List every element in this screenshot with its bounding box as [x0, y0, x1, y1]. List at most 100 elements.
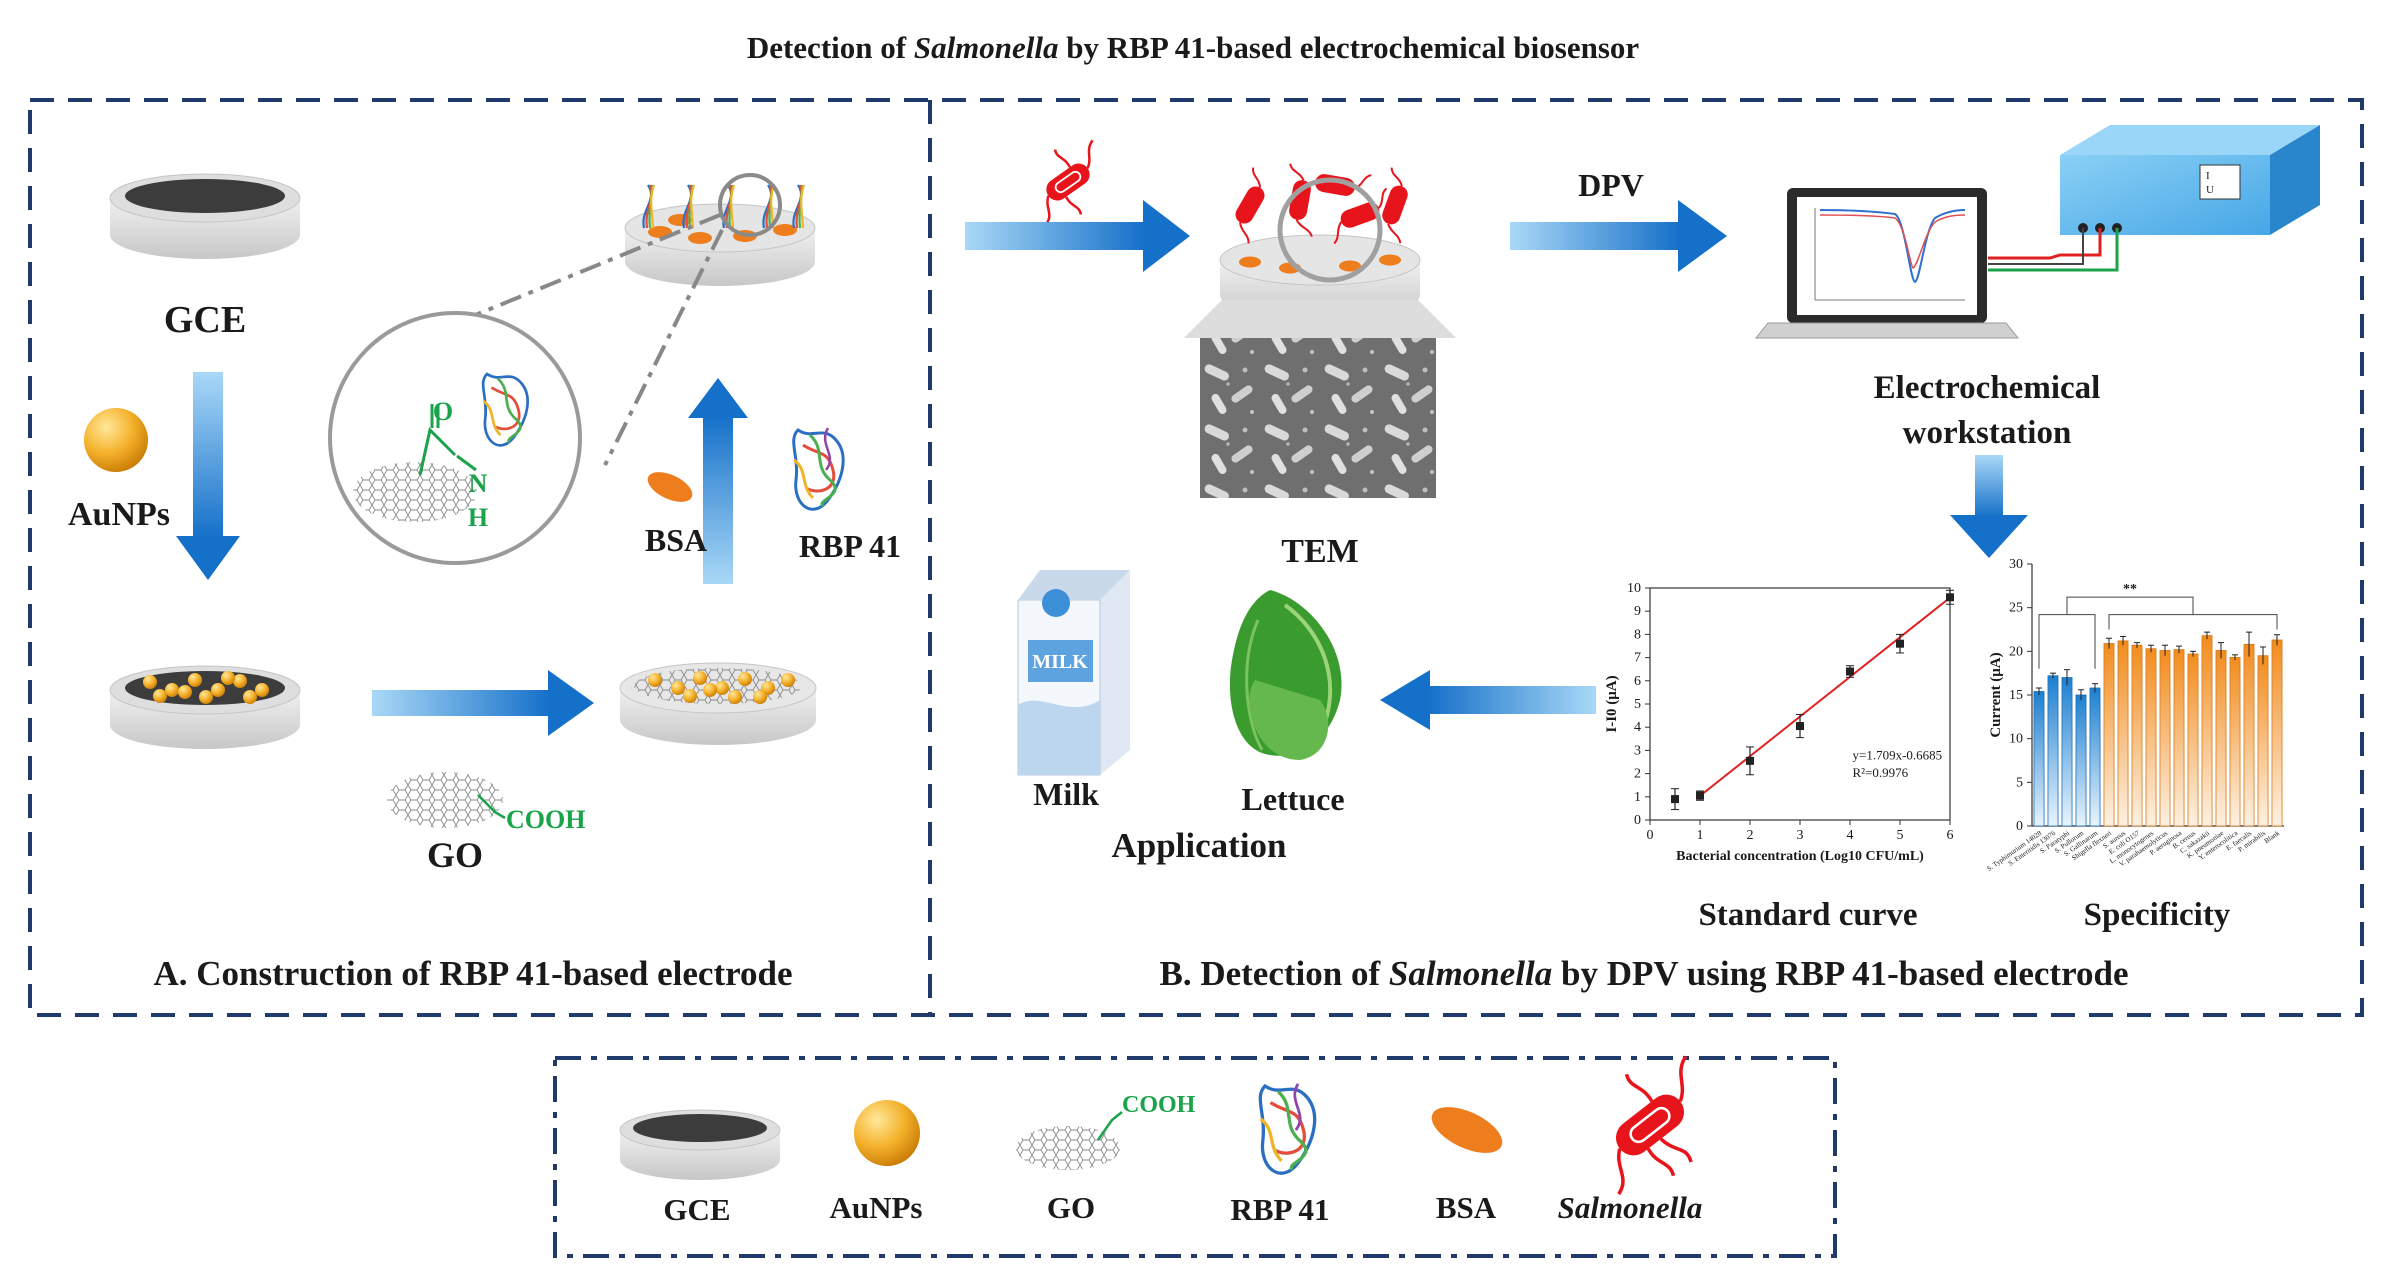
dpv-label: DPV: [1578, 167, 1644, 203]
arrow-up-a: [688, 378, 748, 584]
aunp-dot: [753, 690, 767, 704]
chart1-data-point: [1696, 791, 1704, 800]
chart1-y-tick-label: 1: [1634, 790, 1641, 805]
chart1-data-point: [1796, 722, 1804, 731]
salmonella-cell: [1045, 139, 1094, 225]
aunp-dot: [165, 683, 179, 697]
chart1-x-tick-label: 3: [1797, 828, 1804, 843]
chart2-y-tick-label: 25: [2009, 601, 2023, 616]
bacterium-mark: [1289, 163, 1313, 237]
chart1-y-tick-label: 0: [1634, 813, 1641, 828]
chart1-y-tick-label: 2: [1634, 767, 1641, 782]
aunp-dot: [781, 673, 795, 687]
chart2-bar: [2089, 687, 2101, 827]
legend-rbp41-icon: [1258, 1083, 1317, 1175]
go-label: GO: [427, 835, 483, 875]
chart2-y-axis-label: Current (μA): [1988, 652, 2004, 737]
chart1-y-tick-label: 7: [1634, 651, 1641, 666]
chart1-data-point: [1846, 667, 1854, 676]
chart2-y-tick-label: 15: [2009, 688, 2023, 703]
arrow-right-b1: [965, 200, 1190, 272]
aunp-dot: [761, 681, 775, 695]
cable-green: [1988, 228, 2119, 272]
milk-label: Milk: [1033, 776, 1099, 812]
bsa-mark: [1339, 260, 1361, 272]
chart1-data-point: [1671, 795, 1679, 804]
cable-black: [1988, 228, 2084, 265]
aunp-dot: [211, 683, 225, 697]
chart1-r2-label: R²=0.9976: [1853, 765, 1909, 780]
gce-label: GCE: [164, 299, 246, 341]
figure-title: Detection of Salmonella by RBP 41-based …: [747, 30, 1640, 65]
arrow-down-b: [1950, 455, 2028, 558]
chart2-y-tick-label: 20: [2009, 644, 2023, 659]
chart1-y-tick-label: 5: [1634, 697, 1641, 712]
aunp-dot: [648, 673, 662, 687]
chart2-bracket-orange: [2108, 614, 2278, 630]
aunp-dot: [199, 690, 213, 704]
bacterium-mark: [1235, 167, 1265, 244]
aunp-dot: [243, 690, 257, 704]
chart1-x-axis-label: Bacterial concentration (Log10 CFU/mL): [1676, 849, 1924, 864]
chart2-bar: [2117, 640, 2129, 827]
amide-o-label: O: [433, 397, 453, 426]
chart2-y-tick-label: 10: [2009, 732, 2023, 747]
protein-strand: [650, 184, 656, 229]
aunp-dot: [683, 689, 697, 703]
milk-carton: [1017, 570, 1130, 776]
legend-gce-icon: [619, 1109, 781, 1180]
bsa-mark: [668, 214, 692, 226]
standard-curve-label: Standard curve: [1698, 897, 1917, 933]
aunp-dot: [728, 690, 742, 704]
arrow-down-a: [176, 372, 240, 580]
panel-b: TEM DPV I U: [965, 125, 2320, 993]
chart1-x-tick-label: 4: [1847, 828, 1854, 843]
aunps-label: AuNPs: [68, 496, 170, 533]
legend-gce-label: GCE: [663, 1192, 730, 1227]
chart1-y-tick-label: 3: [1634, 743, 1641, 758]
chart2-bar: [2271, 639, 2283, 827]
rbp41-electrode: [624, 184, 816, 286]
bacterium-flagella: [1289, 163, 1313, 237]
zoom-line-right: [603, 229, 724, 466]
aunp-dot: [738, 672, 752, 686]
chart2-bar: [2159, 650, 2171, 827]
aunp-dot: [143, 675, 157, 689]
chart2-bracket-blue: [2038, 614, 2096, 669]
legend-cooh-label: COOH: [1122, 1092, 1196, 1118]
legend-salmonella-icon: [1616, 1055, 1693, 1196]
magnifier-small: [718, 173, 782, 237]
go-sheet: [387, 772, 506, 828]
chart1-y-axis-label: I-I0 (μA): [1604, 675, 1620, 732]
chart2-bar: [2047, 675, 2059, 827]
chart1-y-tick-label: 4: [1634, 720, 1641, 735]
amide-n-label: N: [469, 469, 488, 498]
bsa-label: BSA: [645, 522, 707, 558]
laptop: [1754, 188, 2020, 339]
chart1-fit-line: [1699, 596, 1951, 797]
panel-a: GCE AuNPs COOH GO: [68, 173, 901, 993]
chart1-data-point: [1946, 593, 1954, 602]
chart1-x-tick-label: 1: [1697, 828, 1704, 843]
protein-strand: [730, 184, 736, 229]
chart1-x-tick-label: 2: [1747, 828, 1754, 843]
aunp-dot: [188, 673, 202, 687]
chart2-category-label: Blank: [2263, 829, 2282, 845]
chart1-data-point: [1746, 756, 1754, 765]
chart1-x-tick-label: 6: [1947, 828, 1954, 843]
legend: COOH GCE AuNPs GO RBP 41 BSA Salmonella: [619, 1055, 1702, 1227]
zoom-line-left: [467, 213, 721, 320]
detection-electrode: [1219, 163, 1421, 320]
chart1-equation-label: y=1.709x-0.6685: [1853, 748, 1943, 763]
chart2-y-tick-label: 30: [2009, 557, 2023, 572]
chart2-bar: [2201, 635, 2213, 827]
chart2-bar: [2187, 653, 2199, 827]
chart1-plot-frame: [1649, 587, 1951, 821]
gce-electrode: [109, 173, 301, 259]
legend-go-icon: [1016, 1111, 1123, 1170]
chart1-x-tick-label: 0: [1647, 828, 1654, 843]
bacterium-body: [1382, 185, 1408, 225]
